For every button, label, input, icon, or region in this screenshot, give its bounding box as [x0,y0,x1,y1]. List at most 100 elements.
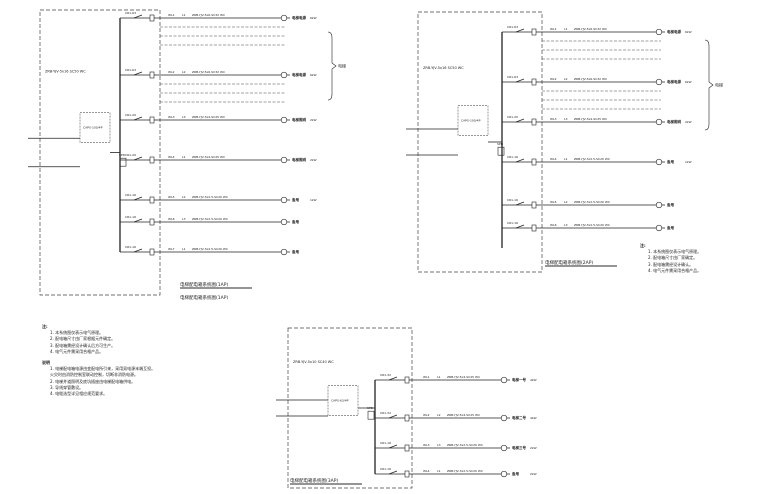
breaker-box [404,470,410,478]
cable-id-label: WL3 [423,443,430,447]
cable-id-label: WL1 [168,13,175,17]
power-label: 2kW [530,472,537,476]
load-label: 备用 [666,159,675,164]
notes-label: 注: [640,243,646,248]
cable-spec-label: ZRB-YJV-3x4-SC25 WC [192,155,225,159]
cable-spec-label: ZRB-YJV-3x2.5-SC20 WC [574,200,610,204]
breaker-label: CR1-20 [125,113,136,117]
breaker-label: CR1-16 [125,245,136,249]
incoming-cable-label: ZRB-YJV-5x16 SC50 WC [423,66,464,70]
load-icon [655,78,663,86]
panel-title: 电梯配电箱系统图(3AP) [290,477,338,484]
breaker-box [149,116,155,124]
load-icon [280,218,288,226]
transfer-switch-label: CAPS-100/4P [83,126,103,130]
breaker-label: CR1-20 [125,153,136,157]
panel-2AP: ZRB-YJV-5x16 SC50 WCCAPS-100/4PSPDCR1-63… [406,11,723,273]
spd-icon [367,410,375,420]
transfer-switch [327,385,359,416]
breaker-symbol [388,414,398,419]
cable-spec-label: ZRB-YJV-5x4-SC25 WC [447,413,480,417]
phase-label: L2 [182,195,186,199]
cable-id-label: WL4 [168,155,175,159]
spd-icon [497,146,505,156]
note-body: 4. 电缆选型详见相应规范要求。 [50,391,108,397]
phase-label: L1 [437,469,441,473]
breaker-label: CR1-16 [507,155,518,159]
panel-title: 电梯配电箱系统图(1AP) [180,281,228,288]
breaker-symbol [388,470,398,475]
load-icon [500,444,508,452]
breaker-box [404,376,410,384]
breaker-box [149,156,155,164]
notes-left: 注: 1. 本系统图仅表示电气原理。 2. 配电箱尺寸由厂家根据元件确定。 3.… [42,324,155,397]
breaker-symbol [133,218,143,223]
breaker-label: CR1-20 [507,115,518,119]
load-label: 备用 [511,471,520,476]
load-icon [280,14,288,22]
breaker-symbol [515,118,525,123]
power-label: 2kW [310,118,317,122]
notes-heading: 说明 [42,360,50,366]
phase-label: L2 [437,413,441,417]
cable-spec-label: ZRB-YJV-3x2.5-SC20 WC [447,443,483,447]
load-icon [655,224,663,232]
breaker-box [531,158,537,166]
transfer-switch [457,105,489,136]
phase-label: L1 [182,155,186,159]
load-icon [500,376,508,384]
note-item: 1. 本系统图仅表示电气原理。 [50,330,104,336]
cable-spec-label: ZRB-YJV-3x2.5-SC20 WC [574,223,610,227]
cable-spec-label: ZRB-YJV-3x2.5-SC20 WC [192,217,228,221]
load-icon [280,156,288,164]
cable-id-label: WL3 [550,117,557,121]
phase-label: L3 [182,115,186,119]
cable-spec-label: ZRB-YJV-5x6-SC32 WC [574,77,607,81]
breaker-box [531,118,537,126]
load-icon [500,414,508,422]
breaker-symbol [133,116,143,121]
breaker-symbol [133,71,143,76]
phase-label: L1 [182,13,186,17]
breaker-symbol [515,78,525,83]
phase-label: L3 [564,117,568,121]
incoming-cable-label: ZRB-YJV-5x10 SC40 WC [293,360,334,364]
panel-3AP: ZRB-YJV-5x10 SC40 WCCAPS-63/4PSPDCR1-32W… [276,327,537,489]
phase-label: L1 [182,247,186,251]
cable-id-label: WL5 [168,195,175,199]
cable-id-label: WL7 [168,247,175,251]
spd-label: SPD [497,142,504,146]
note-item: 3. 配电箱需经设计确认。 [648,261,694,267]
breaker-label: CR1-63 [125,68,136,72]
note-item: 3. 配电箱需经设计确认后方可生产。 [50,342,116,348]
load-icon [655,28,663,36]
power-label: 6kW [310,16,317,20]
transfer-switch-label: CAPS-100/4P [461,119,481,123]
spd-label: SPD [119,153,126,157]
breaker-box [404,414,410,422]
load-label: 备用 [291,219,300,224]
panel-boundary [287,327,413,489]
cable-spec-label: ZRB-YJV-3x2.5-SC20 WC [192,195,228,199]
power-label: 1kW [685,160,692,164]
power-label: 2kW [310,158,317,162]
note-item: 2. 配电箱尺寸由厂家根据元件确定。 [50,336,116,342]
panel-subtitle: 电梯配电箱系统图(1AP) [180,294,228,301]
breaker-label: CR1-16 [507,221,518,225]
power-label: 2kW [530,446,537,450]
panel-1AP: ZRB-YJV-5x16 SC50 WCCAPS-100/4PSPDCR1-63… [28,9,346,301]
brace-label: 电梯 [715,82,723,88]
note-item: 4. 电气元件需采用合格产品。 [648,267,702,273]
breaker-label: CR1-16 [125,215,136,219]
